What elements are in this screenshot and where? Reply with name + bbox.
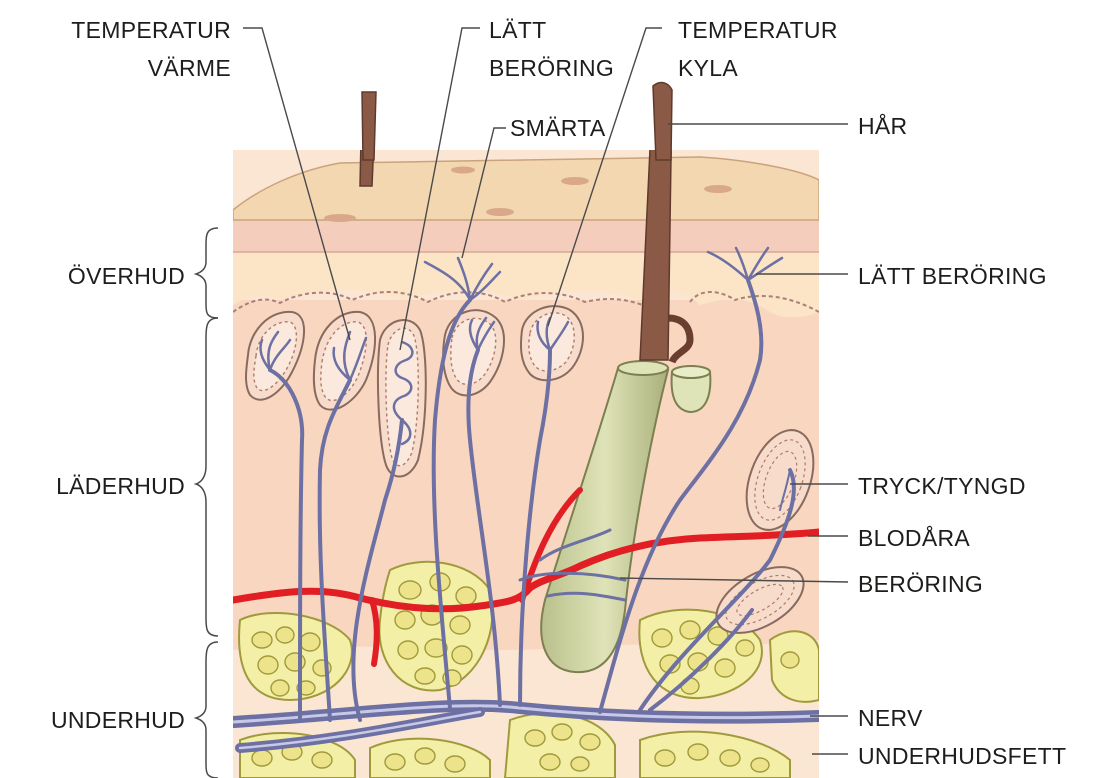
label-temp-cold-line2: KYLA xyxy=(678,55,738,81)
label-temp-warm-line2: VÄRME xyxy=(148,55,231,81)
label-temp-cold-line1: TEMPERATUR xyxy=(678,17,838,43)
label-subcutaneous-fat: UNDERHUDSFETT xyxy=(858,743,1066,769)
label-touch: BERÖRING xyxy=(858,571,983,597)
label-light-touch-top-line2: BERÖRING xyxy=(489,55,614,81)
label-temp-warm-line1: TEMPERATUR xyxy=(71,17,231,43)
label-nerve: NERV xyxy=(858,705,923,731)
hair-shaft-left xyxy=(362,92,376,160)
label-light-touch-top-line1: LÄTT xyxy=(489,17,546,43)
label-blood-vessel: BLODÅRA xyxy=(858,524,970,551)
label-epidermis: ÖVERHUD xyxy=(68,263,185,289)
skin-block xyxy=(233,83,826,778)
label-pressure: TRYCK/TYNGD xyxy=(858,473,1026,499)
label-hair: HÅR xyxy=(858,112,907,139)
hair-shaft-right xyxy=(653,83,672,160)
label-pain: SMÄRTA xyxy=(510,115,606,141)
label-hypodermis: UNDERHUD xyxy=(51,707,185,733)
label-light-touch-right: LÄTT BERÖRING xyxy=(858,263,1047,289)
layer-braces xyxy=(196,228,218,778)
label-dermis: LÄDERHUD xyxy=(56,473,185,499)
